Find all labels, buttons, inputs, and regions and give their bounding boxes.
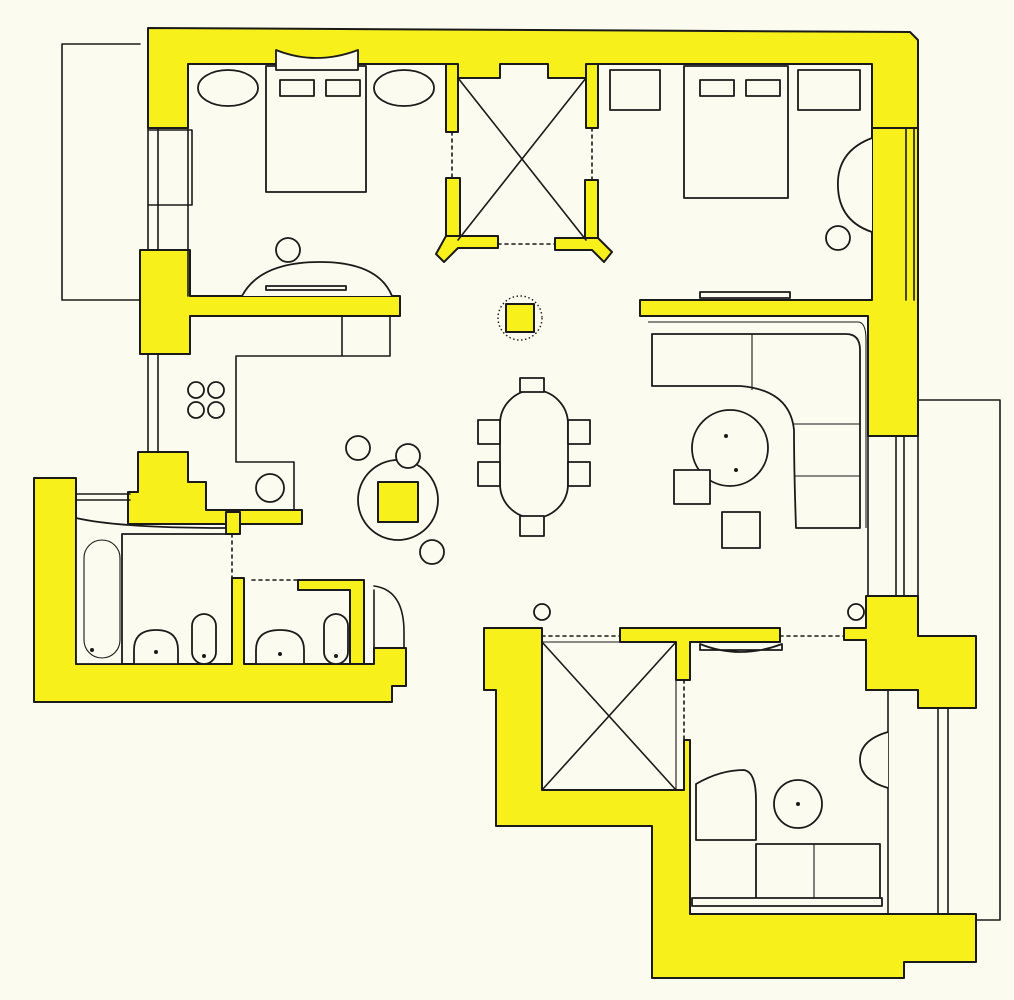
door-lines-hall <box>451 127 593 181</box>
window-right-upper <box>905 127 915 301</box>
bench-right <box>699 291 791 299</box>
kitchen-counter <box>235 315 391 511</box>
shelf-arc <box>699 643 783 653</box>
wall-hall-right-jamb <box>585 63 599 129</box>
void-bottom-box <box>541 641 677 791</box>
sink-icon <box>255 629 305 665</box>
table-top-square <box>377 481 419 523</box>
sofa-outer <box>648 321 867 528</box>
toilet-icon <box>323 613 349 665</box>
wall-bath-top <box>297 579 365 665</box>
nightstand-lamp-icon <box>373 69 435 107</box>
wall-left-lower <box>127 451 303 525</box>
pillow-icon <box>279 79 315 97</box>
stool-icon <box>187 381 205 399</box>
void-top-cross <box>457 77 587 241</box>
bathtub-inner <box>83 539 121 659</box>
wall-bottom-right-block <box>843 595 977 709</box>
chair-icon <box>519 377 545 393</box>
stool-icon <box>207 401 225 419</box>
dot <box>724 434 728 438</box>
wall-hall-corner-right <box>554 237 613 263</box>
stool-icon <box>847 603 865 621</box>
outlines <box>61 43 1001 921</box>
stool-icon <box>533 603 551 621</box>
dot <box>796 802 800 806</box>
wall-bottom-beam <box>619 627 781 681</box>
wall-hall-right-low <box>584 179 599 241</box>
chair-icon <box>477 461 501 487</box>
bedroom-right <box>609 65 873 299</box>
living-room <box>187 295 867 565</box>
bathtub-icon <box>75 517 227 665</box>
bed-left-headboard <box>275 49 359 71</box>
nightstand-icon <box>797 69 861 111</box>
pillow-icon <box>325 79 361 97</box>
bench-bottom <box>691 897 883 907</box>
dot <box>334 654 338 658</box>
desk-handle <box>265 285 347 291</box>
window-bath <box>75 493 131 501</box>
planter-icon <box>497 295 543 341</box>
nightstand-icon <box>609 69 661 111</box>
bedroom-bottom <box>533 603 889 907</box>
walls <box>33 27 977 979</box>
terrace-left-outline <box>61 43 141 301</box>
sofa-back <box>651 333 861 529</box>
stool-icon <box>187 401 205 419</box>
chair-icon <box>519 515 545 537</box>
wall-left-mid <box>139 249 401 355</box>
void-bottom-cross <box>541 641 677 791</box>
dot <box>154 650 158 654</box>
window-bottom-right <box>887 689 949 915</box>
stool-icon <box>255 473 285 503</box>
sofa-seams <box>751 334 860 477</box>
pillow-icon <box>699 79 735 97</box>
dot <box>278 652 282 656</box>
chair-icon <box>567 461 591 487</box>
wardrobe-arc <box>859 731 889 789</box>
bathrooms <box>75 517 349 665</box>
stool-icon <box>345 435 371 461</box>
dot <box>202 654 206 658</box>
round-table <box>691 409 769 487</box>
column <box>505 303 535 333</box>
stool-icon <box>419 539 445 565</box>
toilet-icon <box>191 613 217 665</box>
stool-icon <box>825 225 851 251</box>
wall-hall-left-low <box>445 177 461 237</box>
sink-icon <box>133 629 179 665</box>
closet-bath <box>373 585 405 649</box>
armchair-icon <box>673 469 711 505</box>
nightstand-lamp-icon <box>197 69 259 107</box>
dot <box>734 468 738 472</box>
chair-icon <box>477 419 501 445</box>
window-left-upper <box>147 127 193 251</box>
sofa-bottom <box>755 843 881 901</box>
dining-table <box>499 389 569 519</box>
stool-icon <box>275 237 301 263</box>
wall-bath <box>33 477 407 703</box>
wall-hall-left-jamb <box>445 63 459 133</box>
armchair-icon <box>721 511 761 549</box>
stool-icon <box>207 381 225 399</box>
terrace-right-outline <box>917 399 1001 921</box>
pillow-icon <box>745 79 781 97</box>
wall-bath-divider-top <box>225 511 241 535</box>
wall-hall-corner-left <box>435 235 499 263</box>
desk-bottom <box>695 769 757 841</box>
wall-right <box>639 127 919 437</box>
stool-icon <box>395 443 421 469</box>
bedroom-left <box>197 49 435 297</box>
dot <box>90 648 94 652</box>
chair-icon <box>567 419 591 445</box>
window-left-lower <box>147 353 159 453</box>
wardrobe-arc <box>837 137 873 233</box>
stair-voids <box>457 77 677 791</box>
window-right-lower <box>867 435 919 597</box>
